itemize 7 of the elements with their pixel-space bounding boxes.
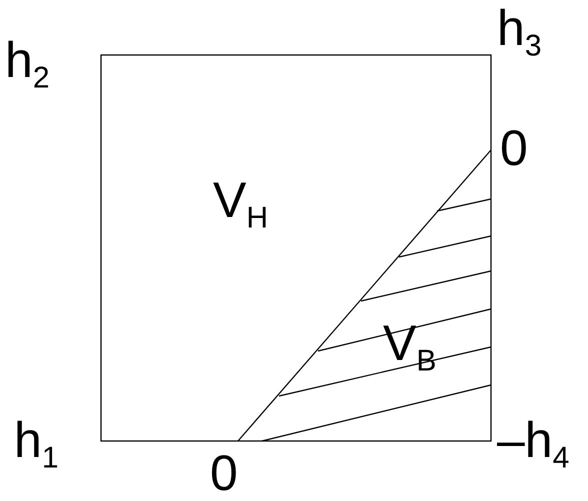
value-label: 0 <box>210 448 238 498</box>
value-label: 0 <box>500 123 528 173</box>
corner-label: –h$_{4}$ <box>497 415 570 474</box>
region-label: V$_{H}$ <box>213 175 268 234</box>
corner-label: h$_{3}$ <box>497 3 542 62</box>
corner-label: h$_{2}$ <box>5 35 50 94</box>
corner-label: h$_{1}$ <box>14 415 58 474</box>
